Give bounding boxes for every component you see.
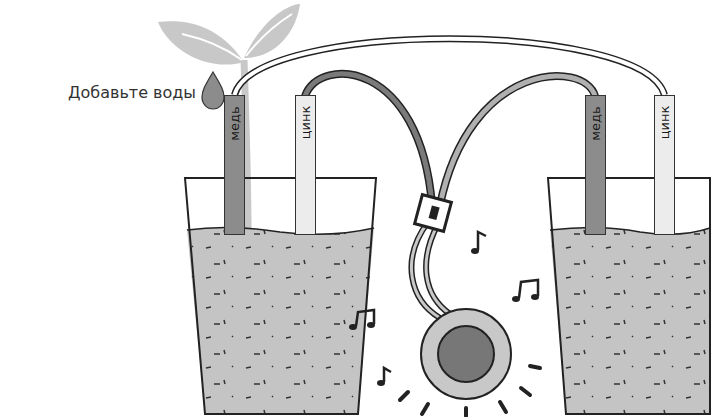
left-cup bbox=[185, 178, 376, 414]
wire-light bbox=[440, 76, 595, 205]
wire-connector bbox=[235, 39, 665, 95]
right-cup bbox=[548, 178, 710, 414]
wire-core bbox=[235, 39, 665, 95]
electrode-label: медь bbox=[228, 106, 241, 140]
water-drop bbox=[202, 72, 224, 109]
wire-dark bbox=[305, 74, 432, 205]
buzzer bbox=[400, 195, 540, 416]
music-notes bbox=[349, 232, 539, 386]
electrode-strip: цинк bbox=[654, 95, 675, 235]
instruction-label: Добавьте воды bbox=[68, 83, 196, 102]
electrode-label: медь bbox=[589, 106, 602, 140]
electrode-label: цинк bbox=[658, 106, 671, 140]
electrode-strip: медь bbox=[224, 95, 245, 235]
electrode-label: цинк bbox=[299, 106, 312, 140]
electrode-strip: цинк bbox=[295, 95, 316, 235]
electrode-strip: медь bbox=[585, 95, 606, 235]
wire-outline bbox=[235, 39, 665, 95]
